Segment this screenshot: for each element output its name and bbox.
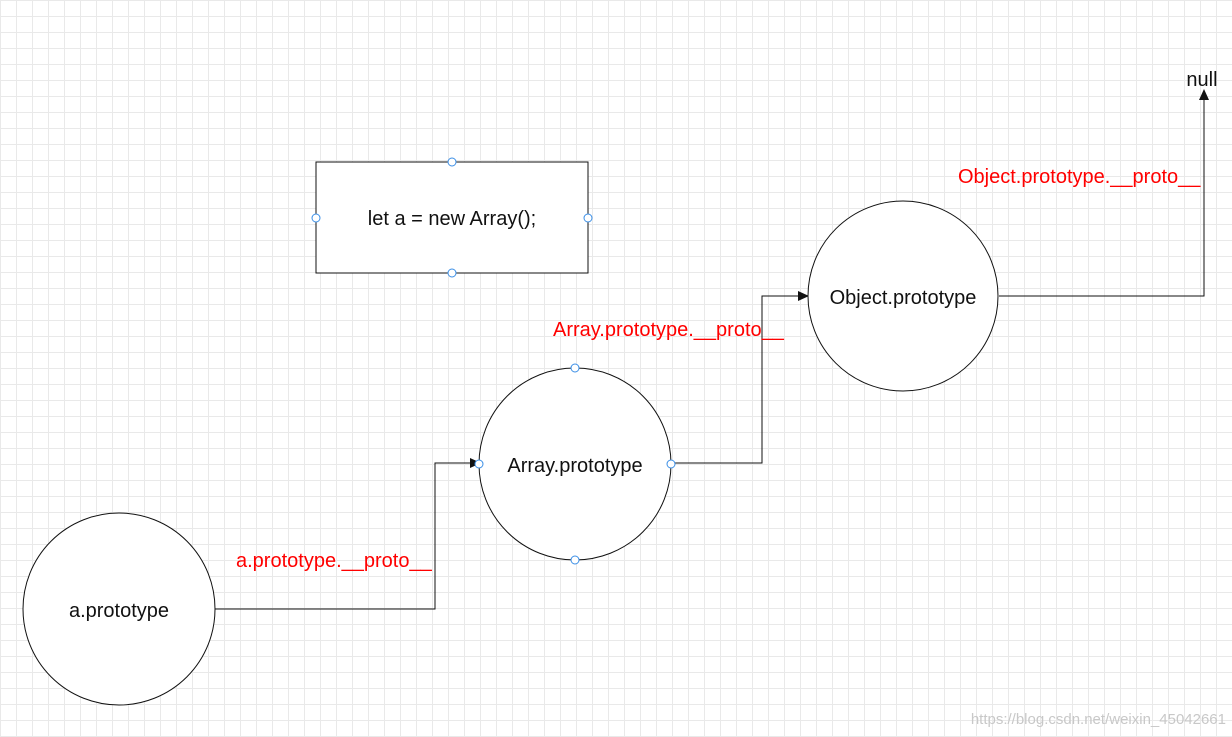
array-prototype-handle-right[interactable] <box>666 459 676 469</box>
code-box-handle-right[interactable] <box>583 213 593 223</box>
connector-object-to-null[interactable] <box>999 89 1209 297</box>
array-prototype-handle-top[interactable] <box>570 363 580 373</box>
code-box-label: let a = new Array(); <box>368 208 536 230</box>
a-prototype-label: a.prototype <box>69 600 169 622</box>
array-prototype-label: Array.prototype <box>507 455 642 477</box>
code-box-handle-left[interactable] <box>311 213 321 223</box>
code-box-shape <box>315 161 589 274</box>
edge-label-array-to-object: Array.prototype.__proto__ <box>553 319 785 341</box>
code-box-handle-bottom[interactable] <box>447 268 457 278</box>
array-prototype-node[interactable]: Array.prototype <box>474 363 676 565</box>
connector-array-to-object[interactable] <box>671 291 809 464</box>
a-prototype-circle <box>22 512 216 706</box>
object-prototype-node[interactable]: Object.prototype <box>807 200 999 392</box>
edge-label-a-to-array: a.prototype.__proto__ <box>236 550 433 572</box>
array-prototype-handle-left[interactable] <box>474 459 484 469</box>
object-prototype-circle <box>807 200 999 392</box>
watermark-text: https://blog.csdn.net/weixin_45042661 <box>971 711 1226 728</box>
null-terminal-label: null <box>1186 69 1217 91</box>
connector-a-to-array[interactable] <box>215 458 481 610</box>
code-box-handle-top[interactable] <box>447 157 457 167</box>
array-prototype-handle-bottom[interactable] <box>570 555 580 565</box>
a-prototype-node[interactable]: a.prototype <box>22 512 216 706</box>
code-box-node[interactable]: let a = new Array(); <box>311 157 593 278</box>
edge-label-object-to-null: Object.prototype.__proto__ <box>958 166 1201 188</box>
object-prototype-label: Object.prototype <box>830 287 977 309</box>
